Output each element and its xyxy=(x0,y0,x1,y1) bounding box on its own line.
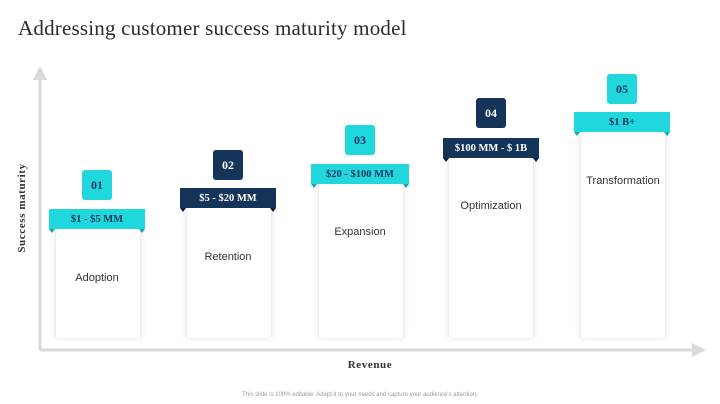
stage-column-4 xyxy=(448,156,534,338)
stage-column-1 xyxy=(55,228,141,338)
stage-number-5: 05 xyxy=(607,74,637,104)
x-axis-label: Revenue xyxy=(347,359,393,371)
stage-number-2: 02 xyxy=(213,150,243,180)
y-axis-arrow-icon xyxy=(33,66,47,80)
footer-note: This slide is 100% editable. Adapt it to… xyxy=(242,392,478,398)
stage-range-3: $20 - $100 MM xyxy=(311,164,409,188)
stage-column-2 xyxy=(186,206,272,338)
stage-number-4: 04 xyxy=(476,98,506,128)
stage-name-4: Optimization xyxy=(460,200,522,212)
stage-range-1: $1 - $5 MM xyxy=(49,209,145,233)
stage-name-2: Retention xyxy=(204,251,252,263)
x-axis-arrow-icon xyxy=(692,343,706,357)
stage-range-5: $1 B+ xyxy=(574,112,670,136)
stage-name-3: Expansion xyxy=(334,226,386,238)
stage-name-5: Transformation xyxy=(586,175,660,187)
stage-number-1: 01 xyxy=(82,170,112,200)
stage-range-2: $5 - $20 MM xyxy=(180,188,276,212)
stage-number-3: 03 xyxy=(345,125,375,155)
stage-range-4: $100 MM - $ 1B xyxy=(443,138,539,162)
page-title: Addressing customer success maturity mod… xyxy=(18,16,407,40)
stage-column-3 xyxy=(318,182,404,338)
stage-column-5 xyxy=(580,130,666,338)
stage-name-1: Adoption xyxy=(75,272,119,284)
